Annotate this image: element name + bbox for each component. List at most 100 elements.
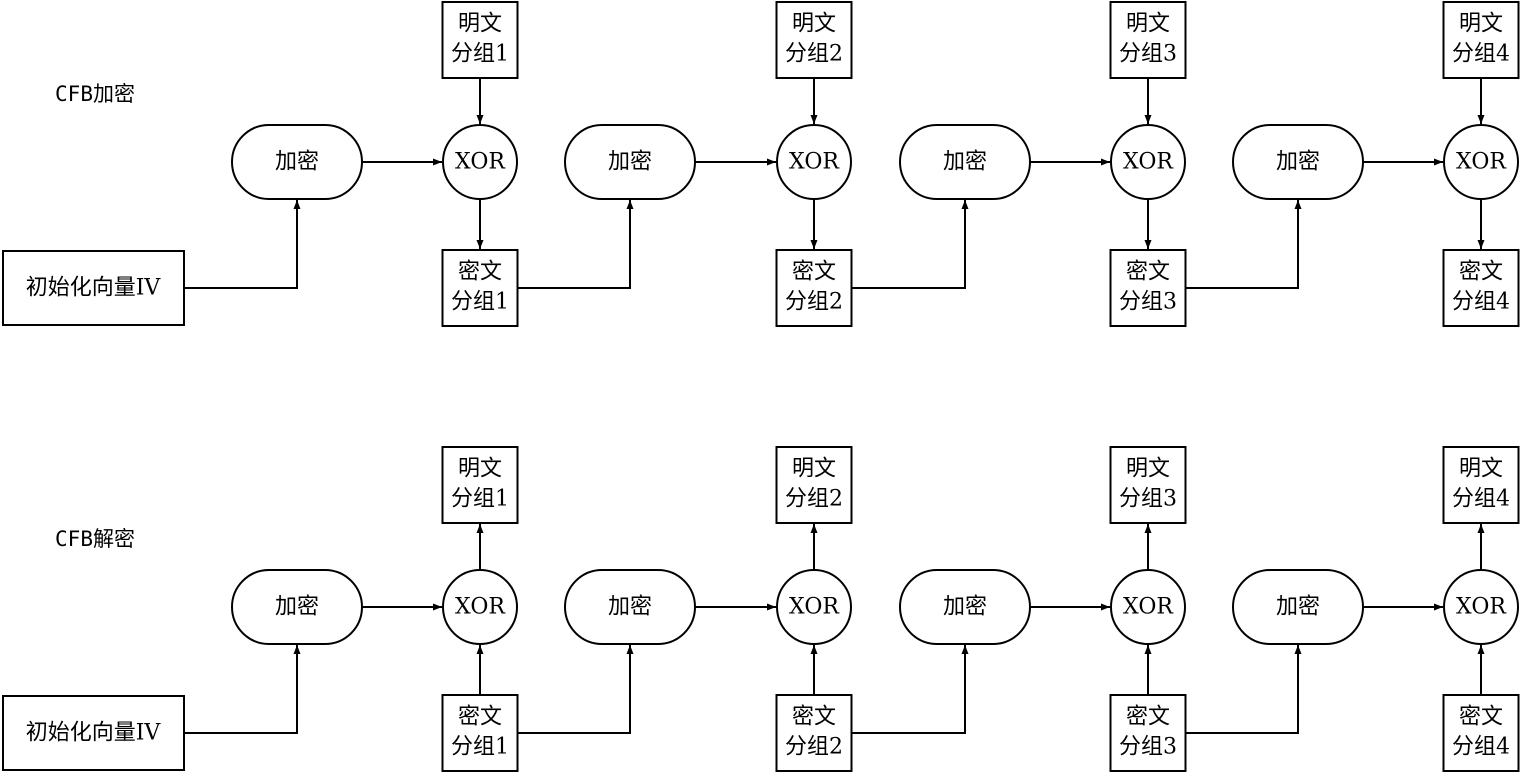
decryption-encrypt-block-2: 加密 [564,569,696,645]
encryption-xor-4: XOR [1443,124,1519,200]
encryption-title: CFB加密 [55,82,135,106]
encryption-ciphertext-1-border [441,249,519,327]
decryption-ciphertext-4-border [1442,694,1520,772]
encryption-xor-1: XOR [442,124,518,200]
decryption-encrypt-block-1: 加密 [231,569,363,645]
decryption-ciphertext-2-line2: 分组2 [785,735,843,760]
encryption-plaintext-4-border [1442,1,1520,79]
encryption-plaintext-4-line1: 明文 [1459,12,1503,37]
encryption-encrypt-label-3: 加密 [943,150,987,175]
decryption-plaintext-1-line1: 明文 [458,457,502,482]
encryption-xor-label-4: XOR [1456,150,1507,175]
encryption-plaintext-1-line1: 明文 [458,12,502,37]
decryption-iv-box: 初始化向量IV [2,695,185,771]
encryption-encrypt-label-2: 加密 [608,150,652,175]
decryption-encrypt-label-3: 加密 [943,595,987,620]
decryption-ciphertext-3-border [1109,694,1187,772]
encryption-plaintext-3-line2: 分组3 [1119,42,1177,67]
decryption-xor-label-2: XOR [789,595,840,620]
decryption-ciphertext-3-line2: 分组3 [1119,735,1177,760]
decryption-xor-2: XOR [776,569,852,645]
encryption-iv-arrow [184,200,301,289]
encryption-plaintext-2-line2: 分组2 [785,42,843,67]
decryption-plaintext-2-border [775,446,853,524]
decryption-encrypt-label-1: 加密 [275,595,319,620]
decryption-xor-label-1: XOR [455,595,506,620]
encryption-feedback-arrow-3 [1185,200,1302,289]
decryption-feedback-arrow-1 [517,645,634,734]
encryption-plaintext-2-line1: 明文 [792,12,836,37]
decryption-xor-4: XOR [1443,569,1519,645]
decryption-plaintext-2-line1: 明文 [792,457,836,482]
encryption-encrypt-block-2: 加密 [564,124,696,200]
decryption-plaintext-2-line2: 分组2 [785,487,843,512]
decryption-encrypt-block-3: 加密 [899,569,1031,645]
decryption-encrypt-block-4: 加密 [1232,569,1364,645]
decryption-encrypt-label-2: 加密 [608,595,652,620]
decryption-iv-arrow [184,645,301,734]
decryption-title: CFB解密 [55,527,135,551]
encryption-plaintext-3-border [1109,1,1187,79]
decryption-plaintext-4-line2: 分组4 [1452,487,1510,512]
encryption-iv-label: 初始化向量IV [26,276,162,301]
decryption-plaintext-4-line1: 明文 [1459,457,1503,482]
encryption-encrypt-block-4: 加密 [1232,124,1364,200]
encryption-ciphertext-1-line1: 密文 [458,260,502,285]
decryption-xor-label-3: XOR [1123,595,1174,620]
encryption-iv-box: 初始化向量IV [2,250,185,326]
encryption-iv-border [2,250,185,326]
decryption-ciphertext-4-line2: 分组4 [1452,735,1510,760]
decryption-ciphertext-1-border [441,694,519,772]
encryption-plaintext-3-line1: 明文 [1126,12,1170,37]
encryption-ciphertext-3-line2: 分组3 [1119,290,1177,315]
encryption-ciphertext-3-line1: 密文 [1126,260,1170,285]
decryption-plaintext-1-line2: 分组1 [451,487,509,512]
encryption-xor-label-3: XOR [1123,150,1174,175]
decryption-xor-1: XOR [442,569,518,645]
encryption-feedback-arrow-1 [517,200,634,289]
encryption-ciphertext-3-border [1109,249,1187,327]
decryption-ciphertext-1-line2: 分组1 [451,735,509,760]
encryption-xor-2: XOR [776,124,852,200]
decryption-plaintext-4-border [1442,446,1520,524]
decryption-plaintext-3-line1: 明文 [1126,457,1170,482]
encryption-ciphertext-4-border [1442,249,1520,327]
encryption-plaintext-1-border [441,1,519,79]
decryption-encrypt-label-4: 加密 [1276,595,1320,620]
decryption-iv-label: 初始化向量IV [26,721,162,746]
encryption-plaintext-2-border [775,1,853,79]
decryption-plaintext-3-line2: 分组3 [1119,487,1177,512]
encryption-ciphertext-4-line2: 分组4 [1452,290,1510,315]
decryption-ciphertext-3-line1: 密文 [1126,705,1170,730]
decryption-xor-label-4: XOR [1456,595,1507,620]
encryption-ciphertext-2-line2: 分组2 [785,290,843,315]
encryption-encrypt-block-1: 加密 [231,124,363,200]
encryption-ciphertext-2-line1: 密文 [792,260,836,285]
encryption-ciphertext-1-line2: 分组1 [451,290,509,315]
encryption-plaintext-1-line2: 分组1 [451,42,509,67]
decryption-ciphertext-4-line1: 密文 [1459,705,1503,730]
encryption-encrypt-label-4: 加密 [1276,150,1320,175]
encryption-encrypt-block-3: 加密 [899,124,1031,200]
encryption-encrypt-label-1: 加密 [275,150,319,175]
decryption-plaintext-1-border [441,446,519,524]
decryption-ciphertext-2-line1: 密文 [792,705,836,730]
encryption-plaintext-4-line2: 分组4 [1452,42,1510,67]
